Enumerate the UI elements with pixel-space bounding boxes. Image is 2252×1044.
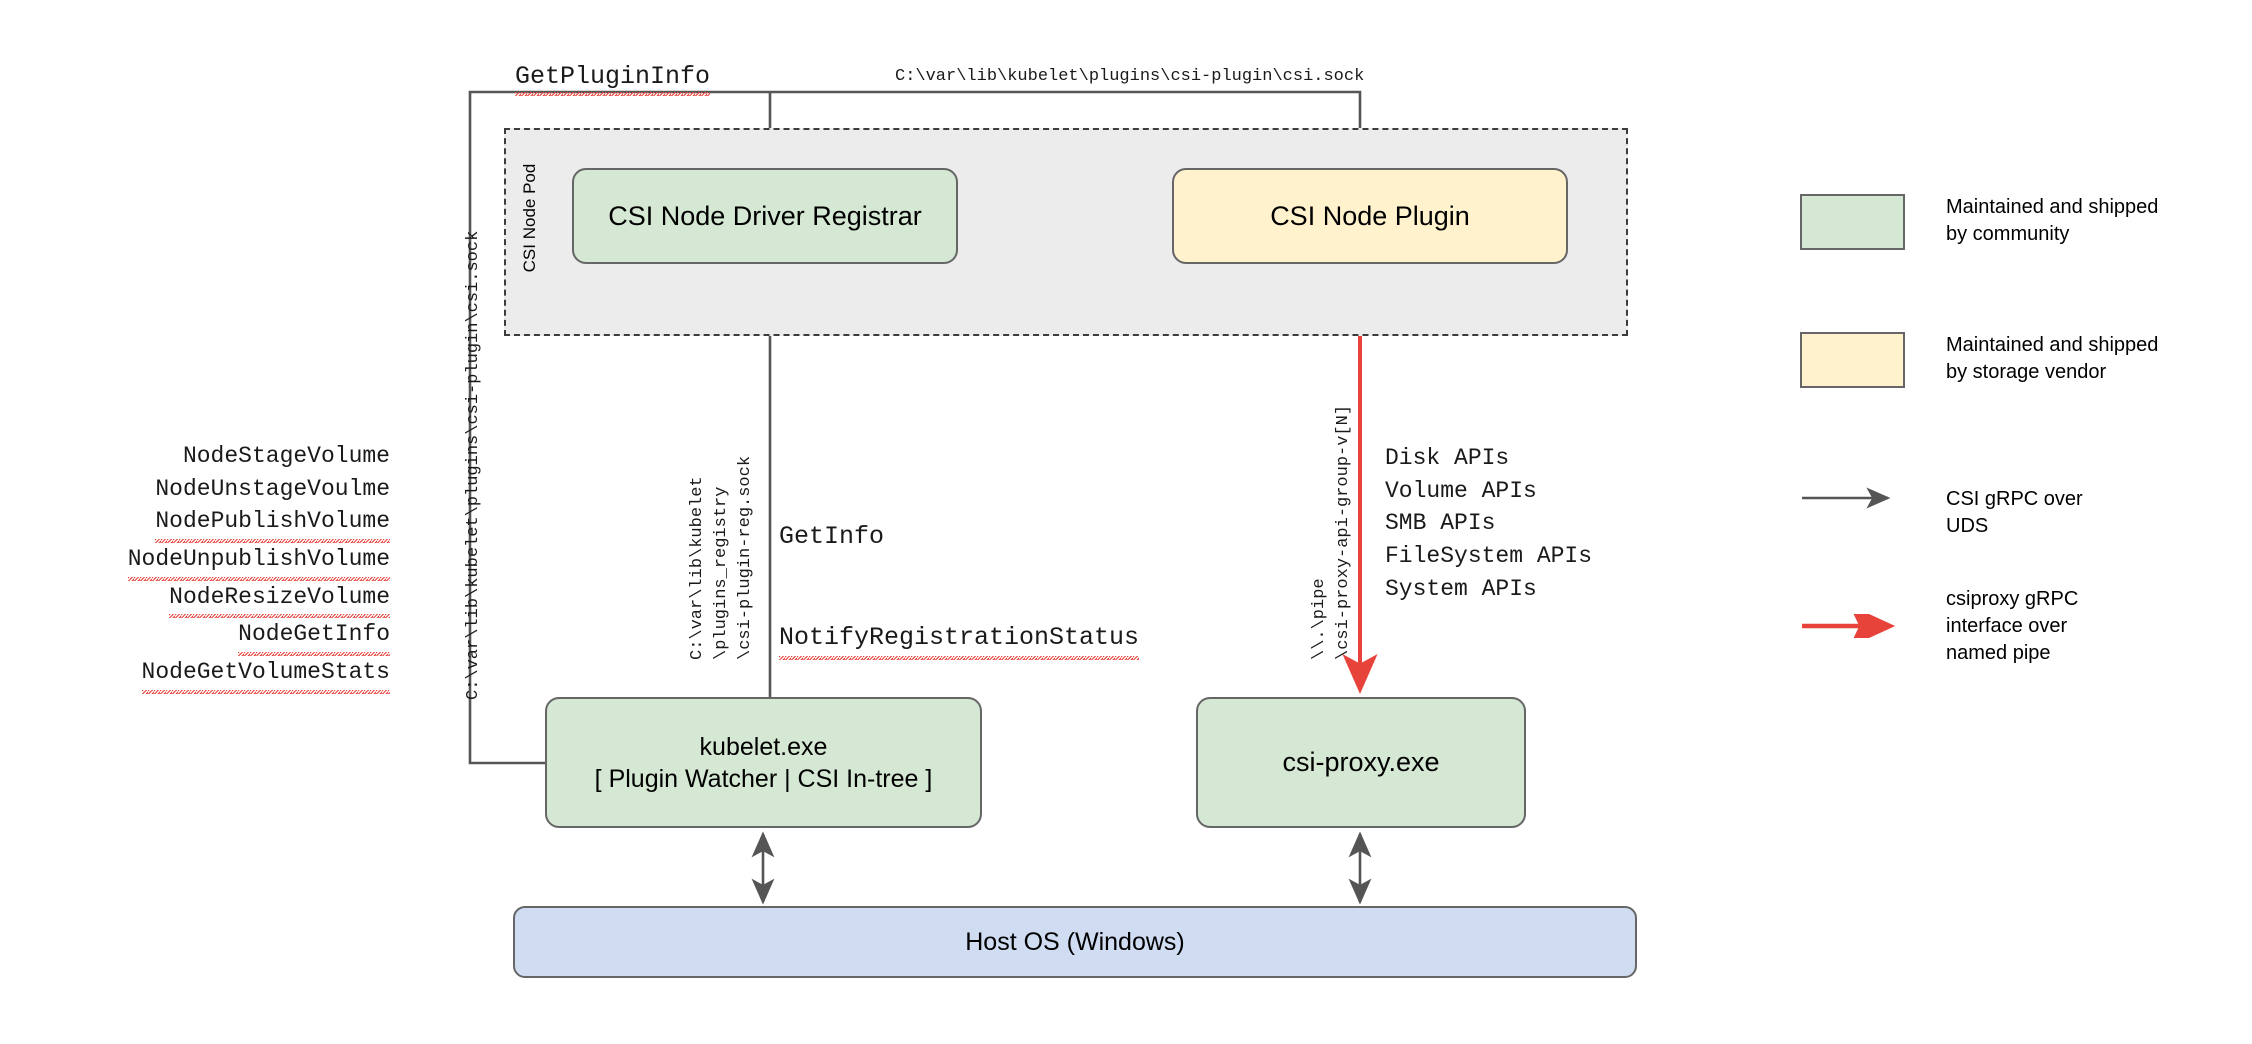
label-getplugininfo: GetPluginInfo [515, 62, 711, 96]
legend-item-community: Maintained and shipped by community [1800, 194, 2158, 250]
csi-node-api-label: NodeResizeVolume [169, 580, 390, 619]
node-csi-proxy-exe-label: csi-proxy.exe [1282, 747, 1440, 778]
legend-swatch-vendor [1800, 332, 1905, 388]
csi-node-api-label: NodeUnpublishVolume [127, 542, 390, 581]
label-csi-sock-path-vertical: C:\var\lib\kubelet\plugins\csi-plugin\cs… [464, 230, 483, 700]
node-csi-node-plugin[interactable]: CSI Node Plugin [1172, 168, 1568, 264]
csiproxy-api-item: System APIs [1385, 575, 1537, 602]
csi-node-api-label: NodeGetVolumeStats [141, 655, 390, 694]
csiproxy-api-item: FileSystem APIs [1385, 542, 1593, 569]
legend-csiproxy-line3: named pipe [1946, 642, 2051, 664]
legend-arrow-uds-icon [1800, 486, 1905, 510]
legend-swatch-community [1800, 194, 1905, 250]
csiproxy-api-item: Disk APIs [1385, 445, 1510, 471]
legend-item-vendor: Maintained and shipped by storage vendor [1800, 332, 2158, 388]
label-registration-calls: GetInfo NotifyRegistrationStatus [779, 452, 1140, 727]
csi-node-api-item: NodeStageVolume [100, 440, 390, 473]
node-kubelet-exe[interactable]: kubelet.exe [ Plugin Watcher | CSI In-tr… [545, 697, 982, 828]
csi-node-api-label: NodeGetInfo [238, 618, 390, 656]
legend-text-vendor: Maintained and shipped by storage vendor [1946, 332, 2158, 386]
csiproxy-api-item: Volume APIs [1385, 477, 1537, 504]
node-csi-node-driver-registrar-label: CSI Node Driver Registrar [608, 200, 922, 231]
legend-csiproxy-line2: interface over [1946, 615, 2068, 637]
legend-arrow-csiproxy-icon [1800, 604, 1905, 648]
csi-node-api-item: NodePublishVolume [100, 505, 390, 543]
legend-vendor-line1: Maintained and shipped [1946, 334, 2159, 356]
legend-community-line1: Maintained and shipped [1946, 196, 2159, 218]
node-csi-node-driver-registrar[interactable]: CSI Node Driver Registrar [572, 168, 958, 264]
label-pipe-path-line2: \csi-proxy-api-group-v[N] [1334, 404, 1353, 660]
legend-vendor-line2: by storage vendor [1946, 361, 2107, 383]
legend-text-uds: CSI gRPC over UDS [1946, 486, 2083, 540]
csi-node-pod-label: CSI Node Pod [520, 163, 539, 273]
legend-item-csiproxy: csiproxy gRPC interface over named pipe [1800, 586, 2078, 667]
csi-node-api-item: NodeGetInfo [100, 618, 390, 656]
legend-text-community: Maintained and shipped by community [1946, 194, 2158, 248]
node-kubelet-line1: kubelet.exe [699, 732, 828, 761]
label-csi-sock-path-top: C:\var\lib\kubelet\plugins\csi-plugin\cs… [895, 67, 1365, 86]
legend-uds-line1: CSI gRPC over [1946, 488, 2083, 510]
legend-item-uds: CSI gRPC over UDS [1800, 486, 2083, 540]
csi-node-api-label: NodeStageVolume [182, 443, 390, 469]
csi-node-api-item: NodeResizeVolume [100, 580, 390, 619]
label-getinfo: GetInfo [779, 521, 885, 551]
csiproxy-api-item: SMB APIs [1385, 510, 1496, 537]
node-csi-proxy-exe[interactable]: csi-proxy.exe [1196, 697, 1526, 828]
node-kubelet-text: kubelet.exe [ Plugin Watcher | CSI In-tr… [595, 731, 933, 795]
legend-csiproxy-line1: csiproxy gRPC [1946, 588, 2079, 610]
legend-text-csiproxy: csiproxy gRPC interface over named pipe [1946, 586, 2078, 667]
node-host-os-label: Host OS (Windows) [965, 928, 1185, 956]
legend-community-line2: by community [1946, 223, 2070, 245]
label-notifyregistrationstatus: NotifyRegistrationStatus [779, 620, 1140, 660]
csi-node-api-item: NodeGetVolumeStats [100, 655, 390, 694]
csi-node-api-label: NodeUnstageVoulme [155, 475, 390, 502]
csi-node-api-item: NodeUnpublishVolume [100, 542, 390, 581]
label-registry-path-line3: \csi-plugin-reg.sock [736, 455, 755, 660]
node-csi-node-plugin-label: CSI Node Plugin [1270, 200, 1470, 231]
csi-node-api-item: NodeUnstageVoulme [100, 473, 390, 506]
label-registry-path-line2: \plugins_registry [712, 486, 731, 660]
node-kubelet-line2: [ Plugin Watcher | CSI In-tree ] [594, 764, 933, 793]
label-pipe-path-line1: \\.\pipe [1310, 578, 1329, 660]
label-registry-path-line1: C:\var\lib\kubelet [688, 476, 707, 660]
legend-uds-line2: UDS [1946, 515, 1989, 537]
node-host-os[interactable]: Host OS (Windows) [513, 906, 1637, 978]
csi-node-api-label: NodePublishVolume [155, 505, 390, 543]
